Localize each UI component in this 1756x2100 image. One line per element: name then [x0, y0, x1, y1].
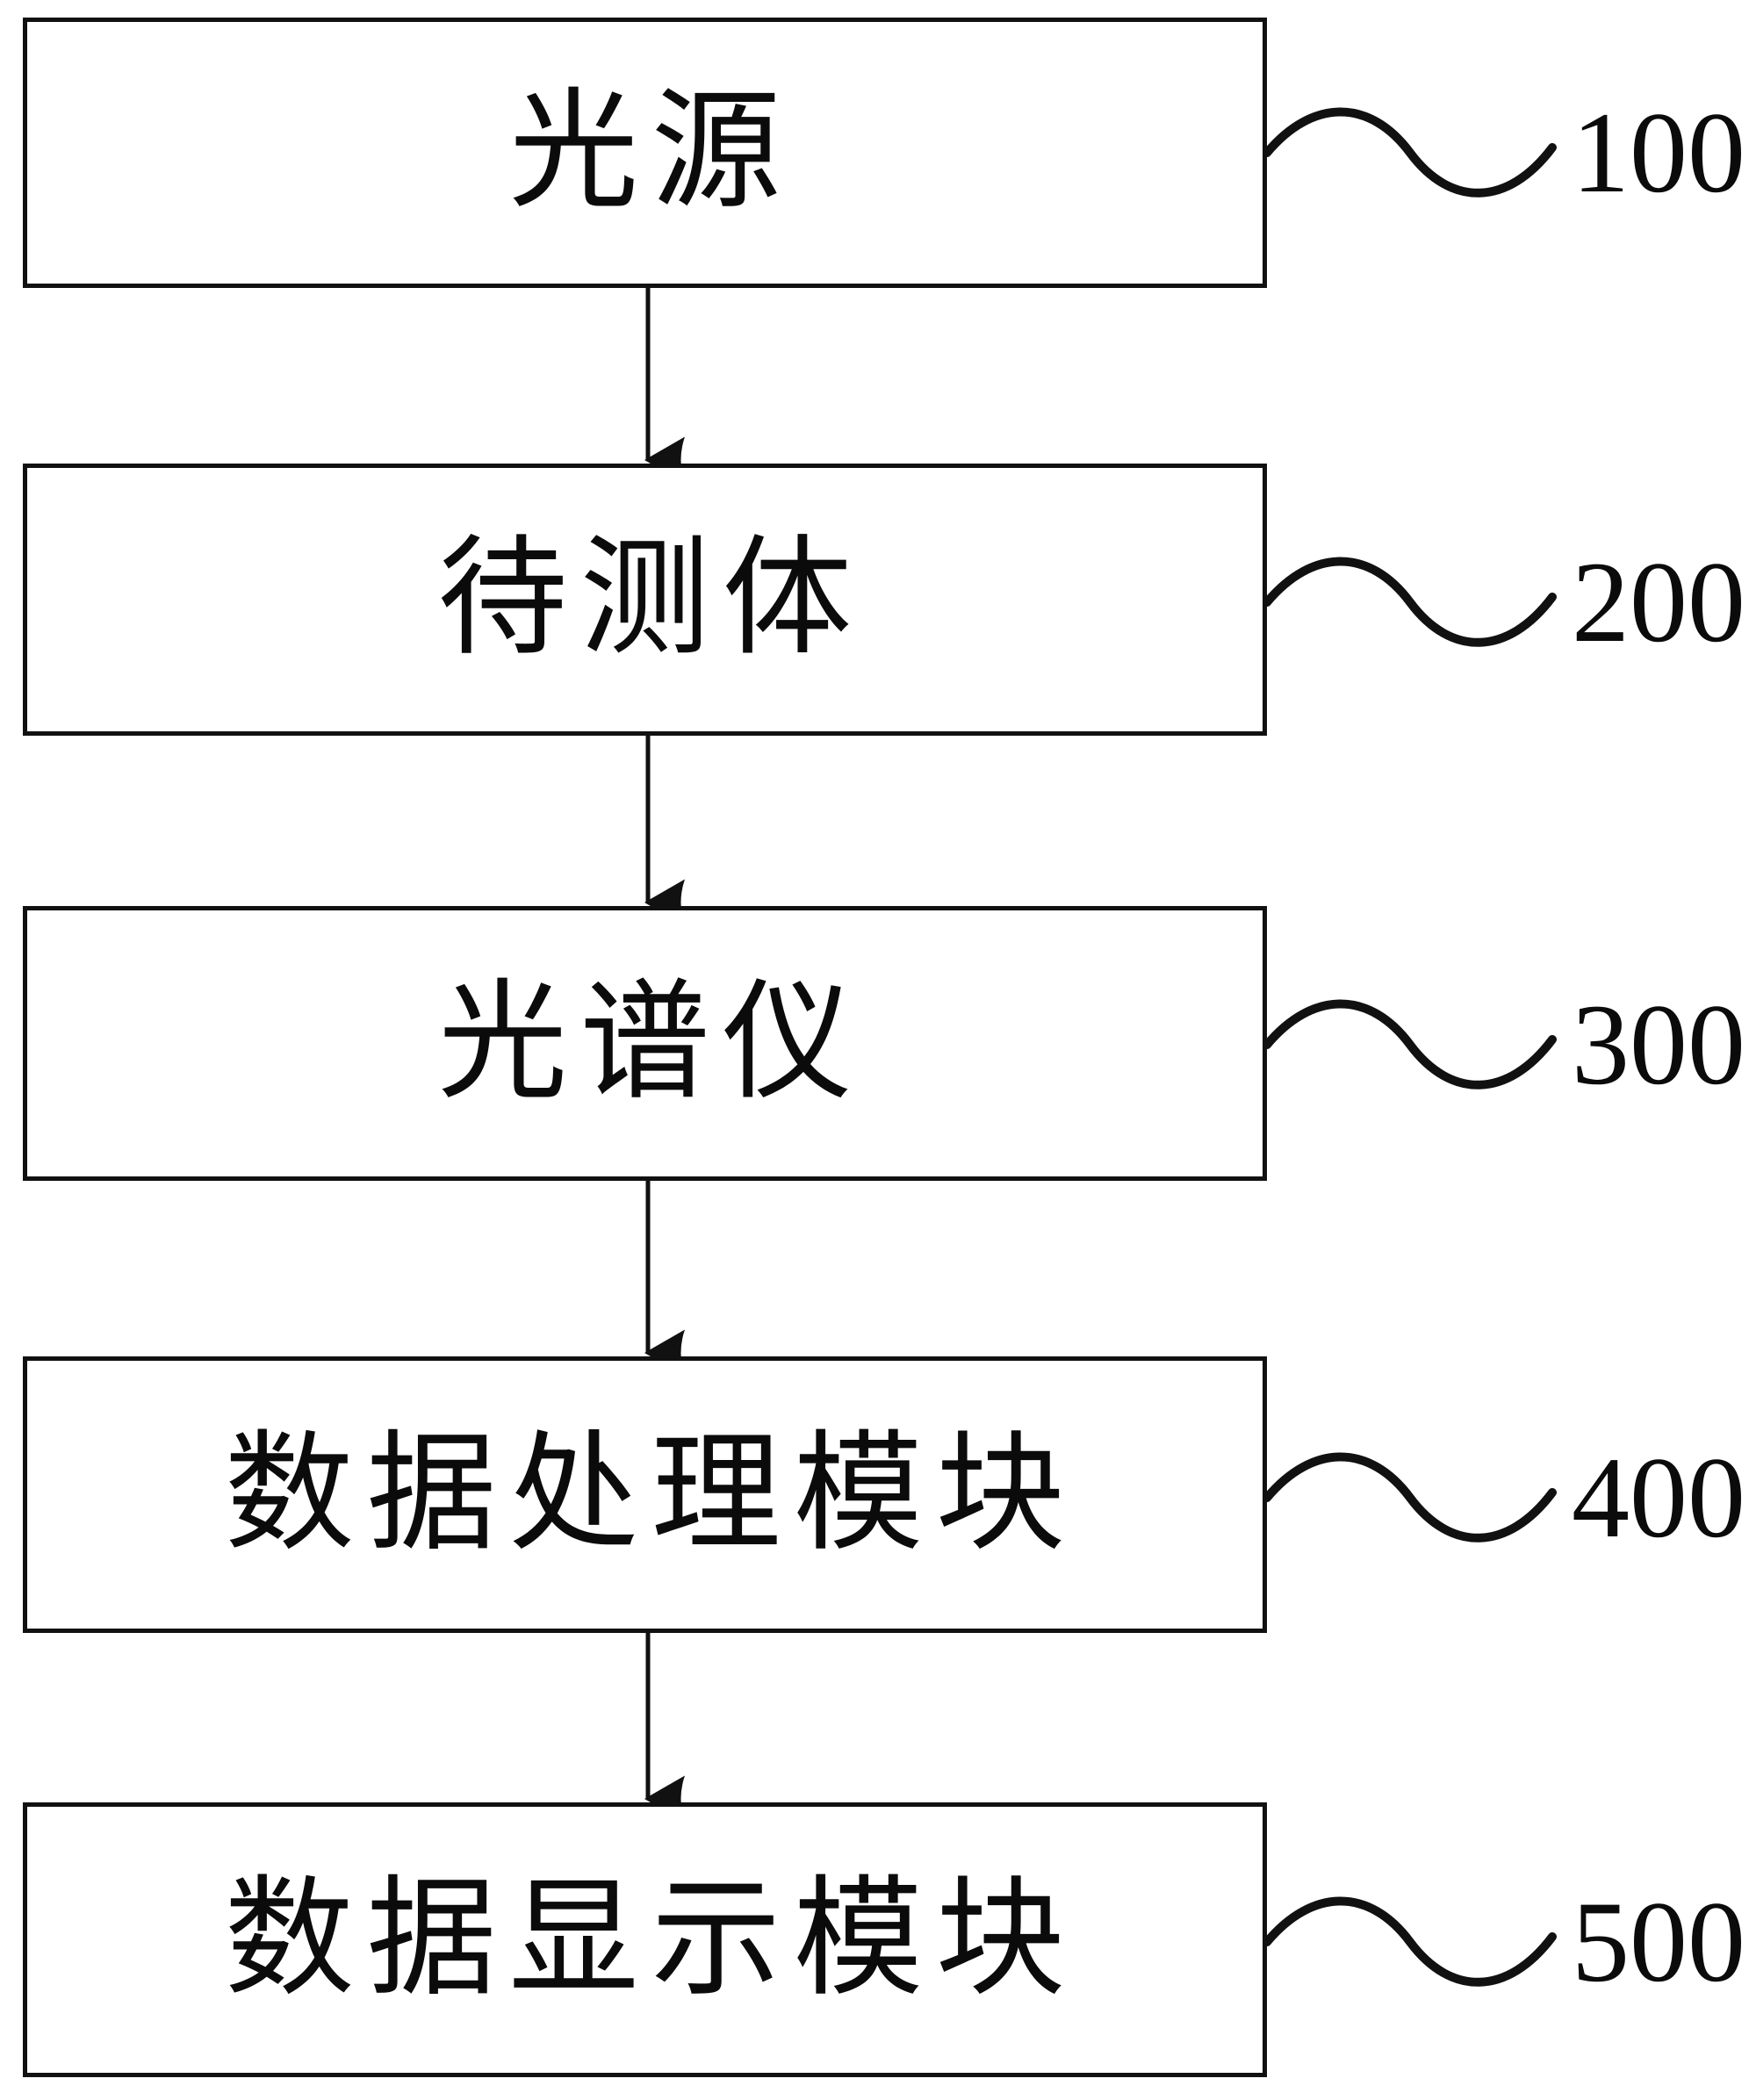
node-label-data-processing-module: 数据处理模块: [224, 1422, 1078, 1567]
leader-line-400: [1263, 1452, 1557, 1543]
leader-line-300: [1263, 999, 1557, 1090]
ref-number-500: 500: [1572, 1877, 1745, 2006]
node-light-source[interactable]: 光源: [23, 18, 1267, 288]
node-label-light-source: 光源: [508, 81, 794, 225]
ref-number-400: 400: [1572, 1433, 1745, 1562]
node-data-processing-module[interactable]: 数据处理模块: [23, 1356, 1267, 1633]
node-sample-under-test[interactable]: 待测体: [23, 464, 1267, 736]
node-label-spectrometer: 光谱仪: [437, 971, 865, 1116]
ref-number-100: 100: [1572, 88, 1745, 217]
ref-number-300: 300: [1572, 980, 1745, 1109]
leader-line-500: [1263, 1896, 1557, 1987]
node-data-display-module[interactable]: 数据显示模块: [23, 1802, 1267, 2077]
node-spectrometer[interactable]: 光谱仪: [23, 906, 1267, 1181]
node-label-sample-under-test: 待测体: [437, 528, 865, 672]
ref-number-200: 200: [1572, 537, 1745, 666]
leader-line-100: [1263, 107, 1557, 198]
node-label-data-display-module: 数据显示模块: [224, 1867, 1078, 2012]
leader-line-200: [1263, 557, 1557, 647]
